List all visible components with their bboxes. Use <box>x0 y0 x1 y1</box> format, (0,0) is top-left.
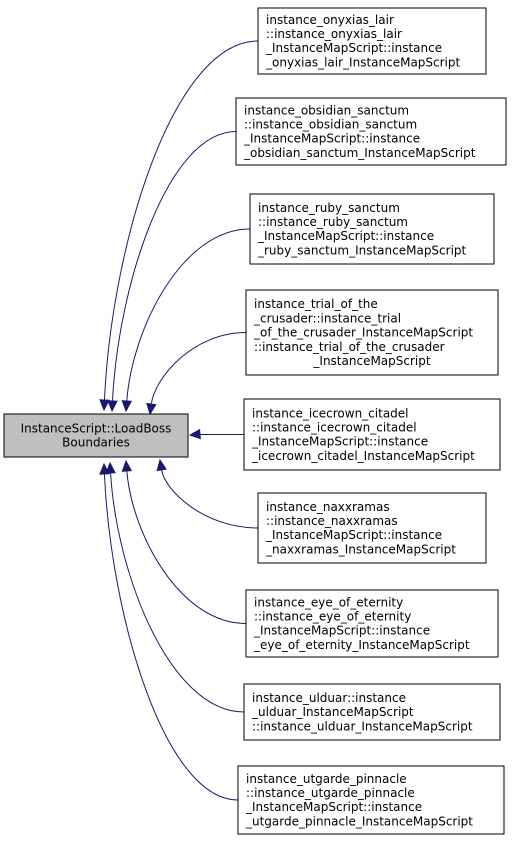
node-utgarde-pinnacle-label-line: _InstanceMapScript::instance <box>245 800 422 814</box>
node-trial-of-the-crusader-label-line: _InstanceMapScript <box>312 354 430 368</box>
edge-ruby-sanctum-line <box>126 228 251 402</box>
diagram-edges <box>99 40 259 801</box>
node-eye-of-eternity[interactable]: instance_eye_of_eternity::instance_eye_o… <box>245 589 499 658</box>
edge-utgarde-pinnacle <box>99 462 239 801</box>
edge-trial-of-the-crusader <box>146 332 247 416</box>
node-utgarde-pinnacle[interactable]: instance_utgarde_pinnacle::instance_utga… <box>237 765 505 835</box>
node-ruby-sanctum-label-line: _ruby_sanctum_InstanceMapScript <box>257 243 467 257</box>
edge-icecrown-citadel <box>188 428 245 440</box>
node-eye-of-eternity-label-line: _InstanceMapScript::instance <box>253 624 430 638</box>
node-eye-of-eternity-label-line: instance_eye_of_eternity <box>254 595 403 609</box>
node-ruby-sanctum[interactable]: instance_ruby_sanctum::instance_ruby_san… <box>249 193 495 265</box>
node-root-load-boss-boundaries-label-line: Boundaries <box>62 436 130 450</box>
node-trial-of-the-crusader-label-line: _crusader::instance_trial <box>253 311 401 325</box>
node-ruby-sanctum-label-line: _InstanceMapScript::instance <box>257 229 434 243</box>
node-naxxramas-label-line: _InstanceMapScript::instance <box>265 528 442 542</box>
node-trial-of-the-crusader[interactable]: instance_trial_of_the_crusader::instance… <box>245 289 499 376</box>
node-eye-of-eternity-box <box>245 589 499 658</box>
node-ruby-sanctum-label-line: instance_ruby_sanctum <box>258 201 400 215</box>
node-obsidian-sanctum-label-line: instance_obsidian_sanctum <box>244 103 409 117</box>
node-trial-of-the-crusader-label-line: instance_trial_of_the <box>254 297 378 311</box>
node-ruby-sanctum-box <box>249 193 495 265</box>
node-utgarde-pinnacle-label-line: instance_utgarde_pinnacle <box>246 772 407 786</box>
edge-naxxramas-line <box>161 469 259 529</box>
node-naxxramas[interactable]: instance_naxxramas::instance_naxxramas_I… <box>257 492 487 564</box>
node-icecrown-citadel-label-line: ::instance_icecrown_citadel <box>252 421 417 435</box>
node-root-load-boss-boundaries-label-line: InstanceScript::LoadBoss <box>21 422 172 436</box>
node-naxxramas-label-line: _naxxramas_InstanceMapScript <box>265 542 456 556</box>
edge-icecrown-citadel-arrowhead <box>188 428 201 440</box>
node-onyxias-lair-label-line: ::instance_onyxias_lair <box>266 27 402 41</box>
edge-onyxias-lair-arrowhead <box>99 399 110 412</box>
node-onyxias-lair-label-line: _InstanceMapScript::instance <box>265 41 442 55</box>
edge-trial-of-the-crusader-arrowhead <box>146 402 157 416</box>
edge-eye-of-eternity-line <box>126 470 247 624</box>
node-naxxramas-label-line: ::instance_naxxramas <box>266 514 398 528</box>
edge-onyxias-lair-line <box>103 40 259 401</box>
edge-eye-of-eternity-arrowhead <box>121 459 133 472</box>
edge-trial-of-the-crusader-line <box>150 332 247 405</box>
node-ulduar-box <box>243 683 501 741</box>
edge-obsidian-sanctum <box>107 131 237 413</box>
edge-utgarde-pinnacle-line <box>103 473 239 801</box>
node-obsidian-sanctum-box <box>235 97 507 166</box>
node-trial-of-the-crusader-box <box>245 289 499 376</box>
edge-eye-of-eternity <box>121 459 247 624</box>
node-icecrown-citadel[interactable]: instance_icecrown_citadel::instance_icec… <box>243 398 501 471</box>
edge-utgarde-pinnacle-arrowhead <box>99 462 110 475</box>
node-eye-of-eternity-label-line: _eye_of_eternity_InstanceMapScript <box>253 638 470 652</box>
node-trial-of-the-crusader-label-line: ::instance_trial_of_the_crusader <box>254 340 445 354</box>
edge-ulduar-arrowhead <box>105 461 116 474</box>
node-utgarde-pinnacle-label-line: _utgarde_pinnacle_InstanceMapScript <box>245 814 473 828</box>
node-utgarde-pinnacle-box <box>237 765 505 835</box>
node-trial-of-the-crusader-label-line: _of_the_crusader_InstanceMapScript <box>253 326 473 340</box>
edge-obsidian-sanctum-arrowhead <box>107 400 118 413</box>
node-ulduar[interactable]: instance_ulduar::instance_ulduar_Instanc… <box>243 683 501 741</box>
node-root-load-boss-boundaries-box <box>3 413 189 458</box>
node-ulduar-label-line: ::instance_ulduar_InstanceMapScript <box>252 719 473 733</box>
node-ruby-sanctum-label-line: ::instance_ruby_sanctum <box>258 215 408 229</box>
node-icecrown-citadel-label-line: _InstanceMapScript::instance <box>251 435 428 449</box>
node-obsidian-sanctum-label-line: ::instance_obsidian_sanctum <box>244 118 417 132</box>
node-onyxias-lair[interactable]: instance_onyxias_lair::instance_onyxias_… <box>257 7 487 75</box>
node-icecrown-citadel-box <box>243 398 501 471</box>
node-utgarde-pinnacle-label-line: ::instance_utgarde_pinnacle <box>246 786 415 800</box>
edge-naxxramas <box>156 458 259 529</box>
edge-ulduar <box>105 461 245 713</box>
node-obsidian-sanctum-label-line: _obsidian_sanctum_InstanceMapScript <box>243 146 476 160</box>
edge-ruby-sanctum-arrowhead <box>121 400 133 413</box>
node-obsidian-sanctum[interactable]: instance_obsidian_sanctum::instance_obsi… <box>235 97 507 166</box>
node-naxxramas-label-line: instance_naxxramas <box>266 500 390 514</box>
node-onyxias-lair-label-line: instance_onyxias_lair <box>266 13 394 27</box>
diagram-nodes: instance_onyxias_lair::instance_onyxias_… <box>3 7 507 835</box>
node-naxxramas-box <box>257 492 487 564</box>
node-obsidian-sanctum-label-line: _InstanceMapScript::instance <box>243 132 420 146</box>
node-ulduar-label-line: instance_ulduar::instance <box>252 691 406 705</box>
node-icecrown-citadel-label-line: instance_icecrown_citadel <box>252 406 409 420</box>
node-ulduar-label-line: _ulduar_InstanceMapScript <box>251 705 414 719</box>
node-eye-of-eternity-label-line: ::instance_eye_of_eternity <box>254 610 411 624</box>
node-onyxias-lair-box <box>257 7 487 75</box>
node-icecrown-citadel-label-line: _icecrown_citadel_InstanceMapScript <box>251 449 475 463</box>
edge-ruby-sanctum <box>121 228 251 413</box>
node-onyxias-lair-label-line: _onyxias_lair_InstanceMapScript <box>265 55 461 69</box>
edge-naxxramas-arrowhead <box>156 458 167 472</box>
edge-ulduar-line <box>110 472 245 713</box>
edge-obsidian-sanctum-line <box>111 131 237 402</box>
edge-onyxias-lair <box>99 40 259 412</box>
